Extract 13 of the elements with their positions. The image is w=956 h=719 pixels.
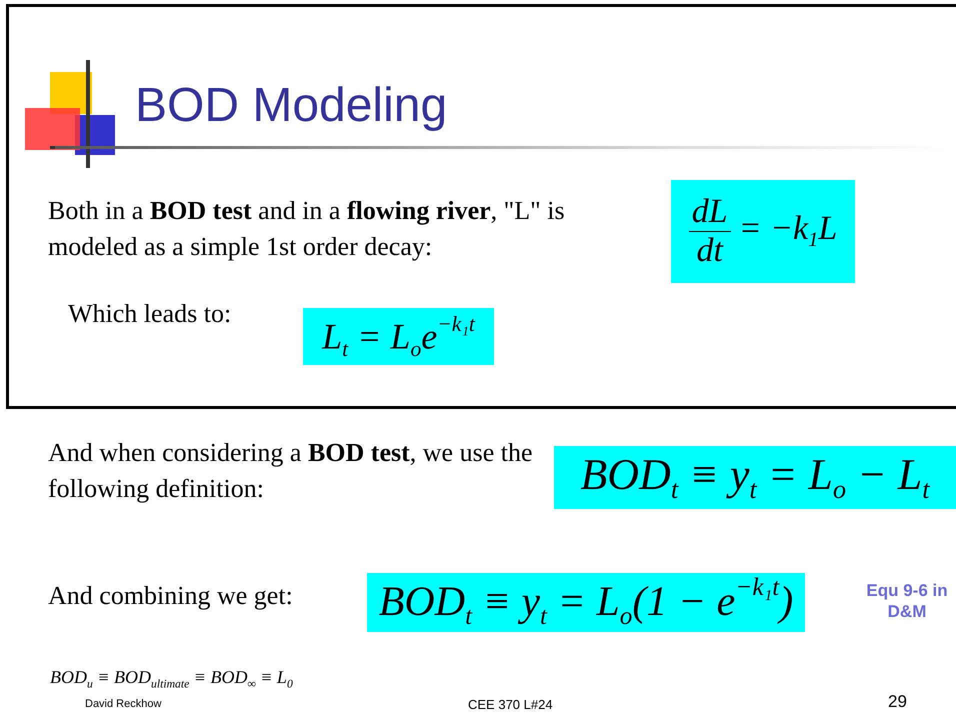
reference-note: Equ 9-6 in D&M [865, 580, 949, 622]
equation-box: L$_{t}$ = L$_{o}$e$^{−k₁t}$ [303, 308, 494, 365]
body-text: And combining we get: [48, 580, 294, 612]
author-footer: David Reckhow [85, 698, 162, 710]
equation-box: BOD$_{t}$ ≡ y$_{t}$ = L$_{o}$ − L$_{t}$ [554, 446, 956, 509]
course-footer: CEE 370 L#24 [468, 697, 553, 712]
page-number: 29 [888, 692, 907, 712]
body-text: Which leads to: [68, 298, 232, 330]
slide-title: BOD Modeling [135, 78, 448, 133]
body-text: And when considering a BOD test, we use the following definition: [48, 437, 534, 506]
equation-box: BOD$_{t}$ ≡ y$_{t}$ = L$_{o}$(1 − e$^{−k₁t}$) [367, 573, 805, 632]
body-text: Both in a BOD test and in a flowing river, "L" is modeled as a simple 1st order decay: [48, 195, 566, 264]
formula-text: BOD$_{u}$ ≡ BOD$_{ultimate}$ ≡ BOD$_{∞}$ ≡ L$_{0}$ [50, 667, 293, 691]
